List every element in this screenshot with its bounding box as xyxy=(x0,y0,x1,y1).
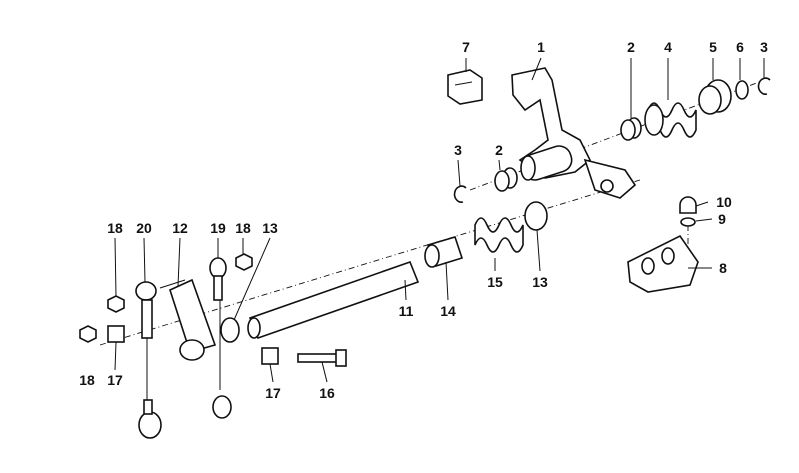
nut-part-18-c xyxy=(79,325,97,343)
callout-17: 17 xyxy=(107,372,123,388)
shaft-part-11 xyxy=(247,260,420,340)
nut-part-18-b xyxy=(235,253,253,271)
callout-18: 18 xyxy=(79,372,95,388)
cup-part-5 xyxy=(698,79,732,115)
callout-9: 9 xyxy=(718,211,726,227)
callout-13: 13 xyxy=(532,274,548,290)
callout-3: 3 xyxy=(760,39,768,55)
bracket-part-8 xyxy=(627,234,699,293)
callout-2: 2 xyxy=(627,39,635,55)
callout-18: 18 xyxy=(107,220,123,236)
upper-axis-line xyxy=(469,77,771,191)
callout-2: 2 xyxy=(495,142,503,158)
callout-19: 19 xyxy=(210,220,226,236)
washer-part-9 xyxy=(680,217,696,227)
callout-5: 5 xyxy=(709,39,717,55)
callout-6: 6 xyxy=(736,39,744,55)
circlip-part-3-upper xyxy=(757,77,771,95)
bushing-part-2-upper xyxy=(620,117,642,141)
sleeve-part-14 xyxy=(424,236,464,268)
callout-18: 18 xyxy=(235,220,251,236)
callout-8: 8 xyxy=(719,260,727,276)
rod-part-20 xyxy=(135,281,162,439)
washer-part-6 xyxy=(735,80,749,100)
spring-part-4 xyxy=(644,102,697,138)
clip-part-17-b xyxy=(261,347,279,365)
callout-10: 10 xyxy=(716,194,732,210)
link-part-19 xyxy=(209,257,232,419)
callout-17: 17 xyxy=(265,385,281,401)
callout-11: 11 xyxy=(399,303,414,319)
bushing-part-2-lower xyxy=(494,167,518,192)
circlip-part-3-lower xyxy=(453,185,467,203)
arm-part-12 xyxy=(159,278,217,361)
callout-13: 13 xyxy=(262,220,278,236)
callout-4: 4 xyxy=(664,39,672,55)
callout-16: 16 xyxy=(319,385,335,401)
callout-7: 7 xyxy=(462,39,470,55)
bolt-part-16 xyxy=(297,349,347,367)
callout-15: 15 xyxy=(487,274,503,290)
callout-14: 14 xyxy=(440,303,456,319)
clip-part-7 xyxy=(447,69,483,105)
clip-part-17-a xyxy=(107,325,125,343)
nut-part-18-a xyxy=(107,295,125,313)
leader-lines xyxy=(114,57,765,383)
callout-1: 1 xyxy=(537,39,545,55)
washer-part-13-right xyxy=(524,201,548,231)
callout-12: 12 xyxy=(172,220,188,236)
washer-part-13-left xyxy=(220,317,240,343)
lever-part-1 xyxy=(511,67,637,199)
callout-3: 3 xyxy=(454,142,462,158)
callout-20: 20 xyxy=(136,220,152,236)
cap-nut-part-10 xyxy=(679,196,697,214)
spring-part-15 xyxy=(474,217,524,253)
